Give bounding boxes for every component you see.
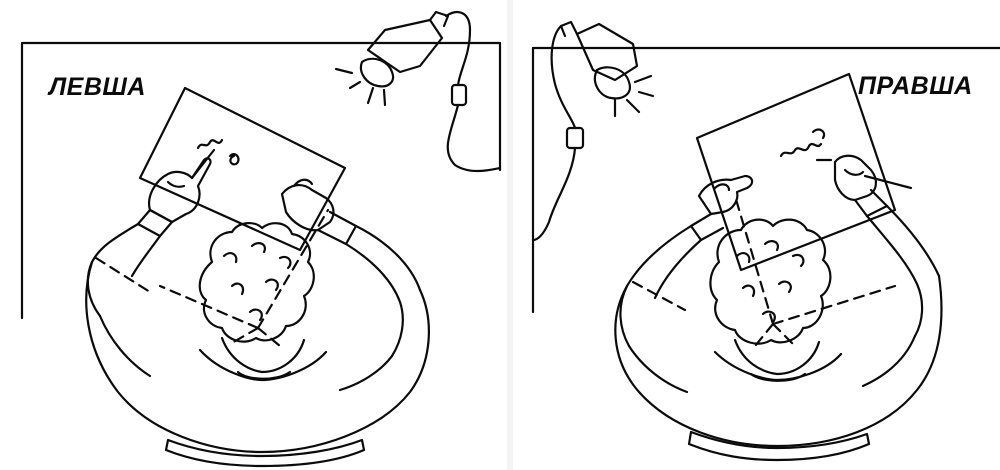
sight-line <box>160 210 328 346</box>
left-handed-panel: ЛЕВША <box>0 0 505 470</box>
resting-hand <box>699 176 752 214</box>
left-handed-label: ЛЕВША <box>49 75 146 100</box>
torso <box>86 262 429 452</box>
panel-divider <box>507 0 513 470</box>
right-handed-drawing <box>515 0 1000 470</box>
left-handed-drawing <box>0 0 505 470</box>
writing-marks <box>198 140 222 148</box>
paper-sheet <box>697 74 895 270</box>
right-handed-label: ПРАВША <box>858 74 973 99</box>
head <box>710 220 830 381</box>
desk-lamp <box>533 22 653 240</box>
head <box>200 223 314 379</box>
right-handed-panel: ПРАВША <box>515 0 1000 470</box>
torso <box>615 276 941 446</box>
writing-marks <box>781 144 821 156</box>
desk-lamp <box>336 12 500 171</box>
paper-sheet <box>140 88 345 250</box>
resting-hand <box>282 185 333 230</box>
